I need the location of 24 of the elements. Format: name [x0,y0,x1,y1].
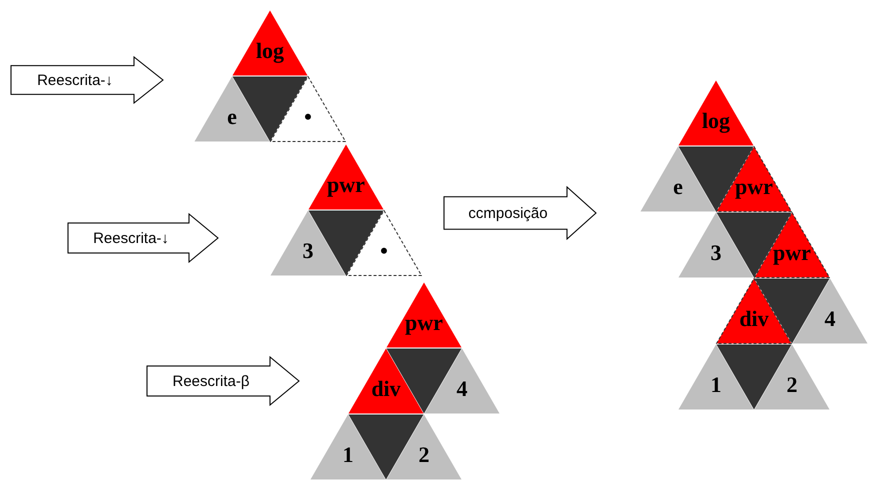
block-arrow: ccmposição [443,186,597,240]
triangle: 1 [678,344,754,410]
triangle: log [678,80,754,146]
triangle: 4 [424,348,500,414]
triangle: div [348,348,424,414]
block-arrow: Reescrita-↓ [10,56,164,104]
block-arrow: Reescrita-↓ [67,213,219,263]
triangle: e [640,146,716,212]
triangle: 2 [754,344,830,410]
triangle: pwr [308,144,384,210]
triangle: pwr [754,212,830,278]
triangle: pwr [716,146,792,212]
triangle: e [194,76,270,142]
triangle: • [346,210,422,276]
triangle: 1 [310,414,386,480]
triangle: log [232,10,308,76]
triangle: 2 [386,414,462,480]
triangle: pwr [386,282,462,348]
triangle: 3 [678,212,754,278]
triangle: • [270,76,346,142]
triangle: 3 [270,210,346,276]
block-arrow: Reescrita-β [146,356,300,406]
triangle: div [716,278,792,344]
triangle: 4 [792,278,868,344]
